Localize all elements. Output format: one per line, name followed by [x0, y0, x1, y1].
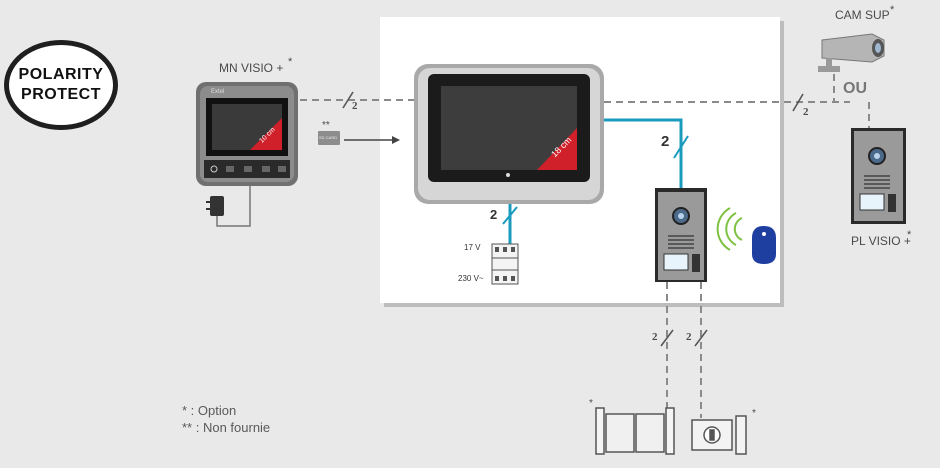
dashed-wires — [300, 74, 870, 418]
door-plate — [655, 188, 707, 282]
power-adapter-icon — [206, 186, 251, 227]
wire-count-gate: 2 — [652, 331, 658, 343]
wire-count-lock: 2 — [686, 331, 692, 343]
rfid-badge-icon — [716, 207, 776, 264]
sd-arrow-head — [392, 136, 400, 144]
cctv-camera-icon — [818, 33, 885, 72]
main-cables — [508, 118, 683, 244]
wire-count-psu: 2 — [490, 207, 498, 222]
or-label: OU — [843, 80, 867, 97]
legend-not-supplied: ** : Non fournie — [182, 420, 271, 435]
wire-count-plate: 2 — [661, 133, 670, 150]
wire-count-mn-main: 2 — [352, 100, 358, 112]
pl-visio-plate — [851, 128, 906, 224]
polarity-protect-badge: POLARITY PROTECT — [4, 40, 118, 130]
badge-line-2: PROTECT — [21, 86, 101, 103]
psu-17v-label: 17 V — [464, 243, 481, 252]
lock-option-mark: * — [752, 408, 756, 419]
pl-visio-option-mark: * — [907, 229, 912, 241]
legend-option: * : Option — [182, 403, 237, 418]
sd-card-not-supplied-mark: ** — [322, 120, 330, 131]
mn-visio-monitor — [196, 82, 298, 186]
badge-line-1: POLARITY — [18, 66, 104, 83]
sd-card-text: SD CARD — [319, 135, 338, 140]
legend: * : Option ** : Non fournie — [182, 402, 270, 436]
sd-card-icon — [318, 131, 340, 145]
gate-option-mark: * — [589, 398, 593, 409]
main-monitor — [414, 64, 604, 204]
psu-230v-label: 230 V~ — [458, 274, 484, 283]
cam-sup-label: CAM SUP — [835, 8, 890, 22]
wire-slashes — [342, 91, 804, 347]
cable-slashes — [502, 135, 689, 225]
mn-visio-option-mark: * — [288, 56, 293, 68]
cable-main-plate — [604, 118, 683, 188]
mn-visio-brand: Extel — [211, 89, 225, 95]
electric-lock-icon — [691, 415, 747, 455]
mn-visio-label: MN VISIO + — [219, 61, 284, 75]
gate-icon — [595, 407, 675, 455]
pl-visio-label: PL VISIO + — [851, 234, 911, 248]
wire-count-camera: 2 — [803, 106, 809, 118]
cam-sup-option-mark: * — [890, 4, 895, 16]
din-power-supply — [491, 243, 519, 285]
